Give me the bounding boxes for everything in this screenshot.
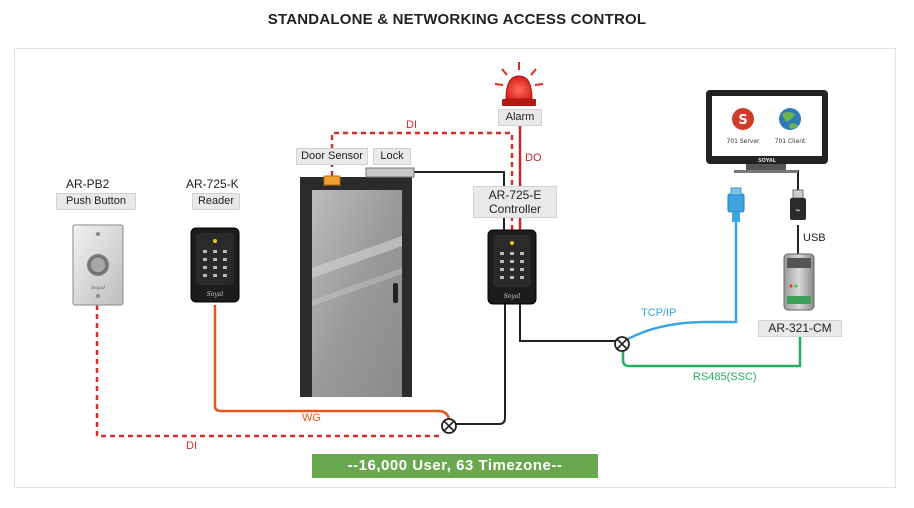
rs485-label: RS485(SSC) <box>693 371 757 383</box>
di-top-label: DI <box>406 119 417 131</box>
controller-to-junction-wire <box>456 302 506 425</box>
controller-network-wire <box>519 302 616 342</box>
tcpip-label: TCP/IP <box>641 307 677 319</box>
wg-label: WG <box>302 412 321 424</box>
di-bottom-label: DI <box>186 440 197 452</box>
wg-wire <box>213 305 451 421</box>
alarm-device <box>494 62 544 106</box>
server-logo-icon <box>732 108 754 130</box>
lock-part <box>365 167 415 178</box>
capacity-banner: --16,000 User, 63 Timezone-- <box>312 454 598 478</box>
monitor-device: S 701 Server 701 Client SOYAL <box>706 90 828 173</box>
push-button-device: Soyal <box>72 224 124 306</box>
do-label: DO <box>525 152 542 164</box>
rs485-wire <box>621 334 802 368</box>
push-button-brand: Soyal <box>91 285 105 291</box>
push-button-label: Push Button <box>56 193 136 210</box>
tcpip-wire <box>627 222 738 341</box>
controller-label: Controller <box>488 202 542 216</box>
monitor-server-label: 701 Server <box>726 138 760 145</box>
reader-label: Reader <box>192 193 240 210</box>
reader-device: Soyal <box>190 227 240 303</box>
controller-model: AR-725-E <box>488 188 542 202</box>
di-wire-push-button <box>95 305 440 438</box>
svg-text:S: S <box>738 113 747 128</box>
alarm-label: Alarm <box>498 109 542 126</box>
page-title: STANDALONE & NETWORKING ACCESS CONTROL <box>267 11 647 28</box>
door-sensor-part <box>323 175 341 186</box>
reader-brand: Soyal <box>207 291 224 298</box>
converter-device <box>783 253 815 311</box>
monitor-client-label: 701 Client <box>775 138 806 145</box>
controller-label-box: AR-725-E Controller <box>473 186 557 218</box>
usb-label: USB <box>803 232 826 244</box>
controller-device: Soyal <box>487 229 537 305</box>
door-device <box>300 167 415 397</box>
controller-brand: Soyal <box>504 293 521 300</box>
door-sensor-label: Door Sensor <box>296 148 368 165</box>
svg-text:⌁: ⌁ <box>795 206 800 216</box>
reader-model: AR-725-K <box>186 177 239 191</box>
lock-label: Lock <box>373 148 411 165</box>
converter-model: AR-321-CM <box>758 320 842 337</box>
monitor-brand: SOYAL <box>758 158 777 164</box>
junction-network <box>614 336 630 352</box>
push-button-model: AR-PB2 <box>66 177 110 191</box>
junction-bottom <box>441 418 457 434</box>
ethernet-plug-icon <box>727 187 745 222</box>
usb-plug-icon: ⌁ <box>790 189 806 220</box>
